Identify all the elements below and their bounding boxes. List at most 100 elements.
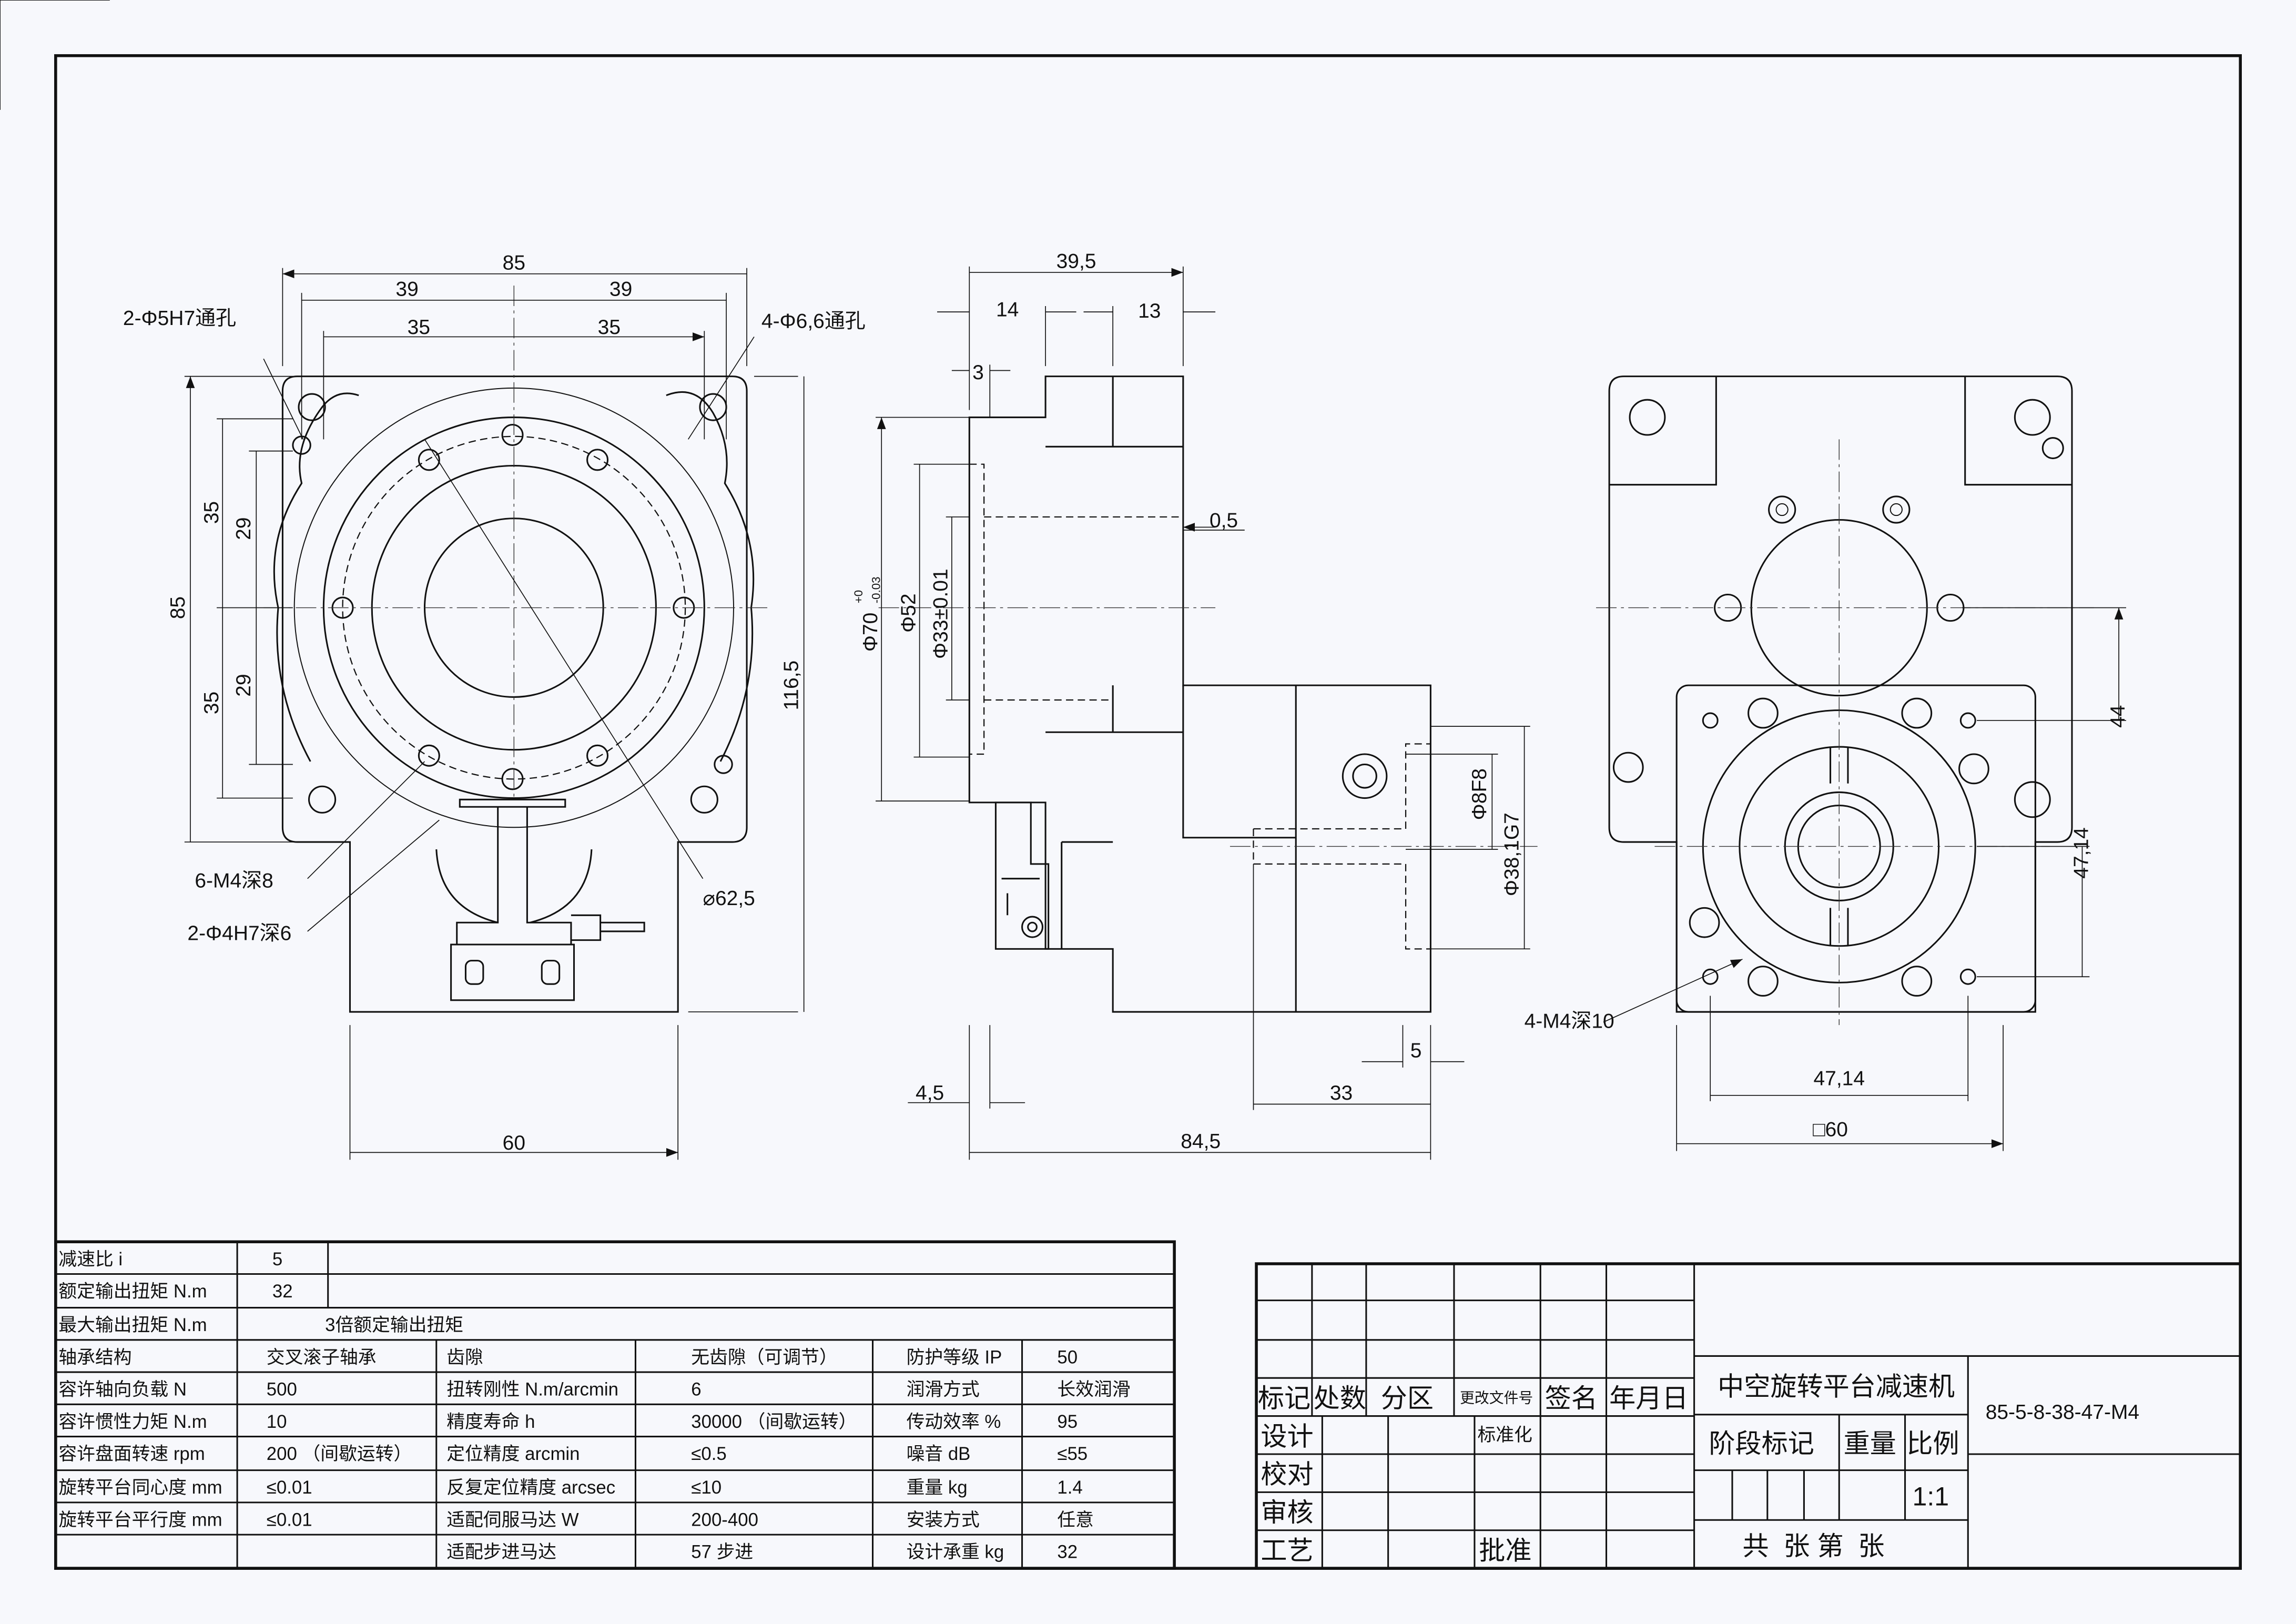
drawing-frame <box>54 54 2242 1570</box>
front-view: 85 39 39 35 35 85 35 35 29 29 116,5 60 2… <box>123 251 866 1160</box>
dim-14: 14 <box>996 298 1019 321</box>
spec-cell: 精度寿命 h <box>446 1412 535 1432</box>
note-through-holes-5: 2-Φ5H7通孔 <box>123 307 236 330</box>
spec-cell: 轴承结构 <box>58 1347 131 1367</box>
spec-cell: 重量 kg <box>907 1477 968 1498</box>
dim-phi70-tol-upper: +0 <box>852 590 865 603</box>
spec-cell: 5 <box>272 1249 282 1270</box>
spec-cell: 额定输出扭矩 N.m <box>58 1281 207 1302</box>
dim-square-60: □60 <box>1813 1119 1848 1141</box>
dim-phi38: Φ38,1G7 <box>1500 813 1523 896</box>
spec-cell: ≤10 <box>691 1477 722 1498</box>
header-mark: 标记 <box>1258 1384 1310 1413</box>
spec-cell: 旋转平台平行度 mm <box>58 1509 222 1530</box>
dim-60: 60 <box>503 1132 525 1154</box>
spec-cell: 10 <box>267 1412 287 1432</box>
spec-cell: 任意 <box>1057 1509 1094 1530</box>
role-process: 工艺 <box>1261 1536 1313 1565</box>
role-review: 审核 <box>1261 1498 1313 1527</box>
dim-35-vertical: 35 <box>200 501 223 524</box>
dim-35-vertical: 35 <box>200 692 223 714</box>
spec-cell: 1.4 <box>1057 1477 1082 1498</box>
spec-table: 减速比 i 5 额定输出扭矩 N.m 32 最大输出扭矩 N.m 3倍额定输出扭矩轴承结构… <box>54 1240 1176 1570</box>
corner-mark <box>0 0 110 110</box>
spec-cell: 定位精度 arcmin <box>446 1444 580 1464</box>
dim-29-vertical: 29 <box>232 674 255 696</box>
header-count: 处数 <box>1314 1384 1366 1413</box>
sheets-label: 共 张 第 张 <box>1742 1531 1884 1561</box>
spec-cell: 扭转刚性 N.m/arcmin <box>446 1379 618 1400</box>
spec-cell: 防护等级 IP <box>907 1347 1002 1367</box>
dim-5: 5 <box>1410 1039 1422 1062</box>
dim-13: 13 <box>1138 300 1161 322</box>
spec-cell: 50 <box>1057 1347 1078 1367</box>
dim-85: 85 <box>503 251 525 274</box>
spec-cell: 交叉滚子轴承 <box>267 1347 377 1367</box>
spec-cell: 200 （间歇运转） <box>267 1444 412 1464</box>
dim-phi8: Φ8F8 <box>1468 768 1491 820</box>
dim-phi33: Φ33±0.01 <box>930 569 952 659</box>
spec-cell: 适配伺服马达 W <box>446 1509 578 1530</box>
spec-cell: 反复定位精度 arcsec <box>446 1477 615 1498</box>
spec-cell: 润滑方式 <box>907 1379 980 1400</box>
weight-label: 重量 <box>1844 1429 1896 1458</box>
dim-47-14: 47,14 <box>1813 1067 1865 1090</box>
dim-85-vertical: 85 <box>167 596 189 619</box>
spec-cell: 长效润滑 <box>1057 1379 1130 1400</box>
header-zone: 分区 <box>1381 1384 1434 1413</box>
note-pcd: ⌀62,5 <box>703 887 755 910</box>
spec-cell: 容许惯性力矩 N.m <box>58 1412 207 1432</box>
dim-39: 39 <box>609 278 632 300</box>
stage-mark-label: 阶段标记 <box>1709 1429 1814 1458</box>
spec-cell: 减速比 i <box>58 1249 123 1270</box>
note-tapped-m4: 6-M4深8 <box>195 869 273 892</box>
scale-label: 比例 <box>1906 1429 1959 1458</box>
dim-39-5: 39,5 <box>1056 250 1096 273</box>
dim-0-5: 0,5 <box>1210 509 1238 532</box>
dim-116-5: 116,5 <box>780 661 803 710</box>
dim-phi70-tol-lower: -0.03 <box>869 576 882 603</box>
spec-cell: 旋转平台同心度 mm <box>58 1477 222 1498</box>
dim-29-vertical: 29 <box>232 517 255 540</box>
dim-39: 39 <box>395 278 418 300</box>
dim-47-14-vertical: 47,14 <box>2070 827 2093 879</box>
spec-cell: 32 <box>1057 1542 1078 1562</box>
spec-cell: 适配步进马达 <box>446 1542 556 1562</box>
spec-cell: 容许轴向负载 N <box>58 1379 187 1400</box>
col-divider <box>435 1339 1023 1569</box>
dim-33: 33 <box>1330 1082 1353 1104</box>
spec-cell: 57 步进 <box>691 1542 753 1562</box>
dim-3: 3 <box>972 361 984 384</box>
dim-35: 35 <box>408 316 430 339</box>
rear-view: 44 47,14 47,14 □60 4-M4深10 <box>1525 375 2130 1151</box>
dim-4-5: 4,5 <box>916 1082 944 1104</box>
dim-35: 35 <box>598 316 621 339</box>
spec-cell: 安装方式 <box>907 1509 980 1530</box>
spec-cell: 3倍额定输出扭矩 <box>325 1315 463 1335</box>
note-tapped-m4-deep10: 4-M4深10 <box>1525 1010 1614 1033</box>
spec-cell: 齿隙 <box>446 1347 483 1367</box>
spec-cell: 30000 （间歇运转） <box>691 1412 857 1432</box>
dim-44: 44 <box>2107 705 2129 728</box>
dim-phi70: Φ70 <box>859 613 882 652</box>
spec-cell: 32 <box>272 1281 293 1302</box>
spec-cell: ≤0.01 <box>267 1509 312 1530</box>
spec-cell: 最大输出扭矩 N.m <box>58 1315 207 1335</box>
role-design: 设计 <box>1261 1422 1313 1451</box>
header-change-doc: 更改文件号 <box>1460 1390 1533 1406</box>
role-check: 校对 <box>1261 1460 1313 1489</box>
spec-cell: 95 <box>1057 1412 1078 1432</box>
spec-cell: 噪音 dB <box>907 1444 971 1464</box>
spec-cell: 设计承重 kg <box>907 1542 1004 1562</box>
spec-cell: 500 <box>267 1379 297 1400</box>
spec-cell: ≤0.01 <box>267 1477 312 1498</box>
spec-cell: ≤55 <box>1057 1444 1088 1464</box>
spec-cell: 200-400 <box>691 1509 758 1530</box>
spec-cell: ≤0.5 <box>691 1444 726 1464</box>
side-view: 39,5 14 13 3 0,5 Φ70 +0 -0.03 Φ52 Φ33±0.… <box>852 250 1538 1160</box>
note-pin-holes: 2-Φ4H7深6 <box>187 922 291 945</box>
spec-cell: 6 <box>691 1379 701 1400</box>
drawing-number: 85-5-8-38-47-M4 <box>1986 1401 2139 1424</box>
standardization-label: 标准化 <box>1477 1425 1532 1445</box>
